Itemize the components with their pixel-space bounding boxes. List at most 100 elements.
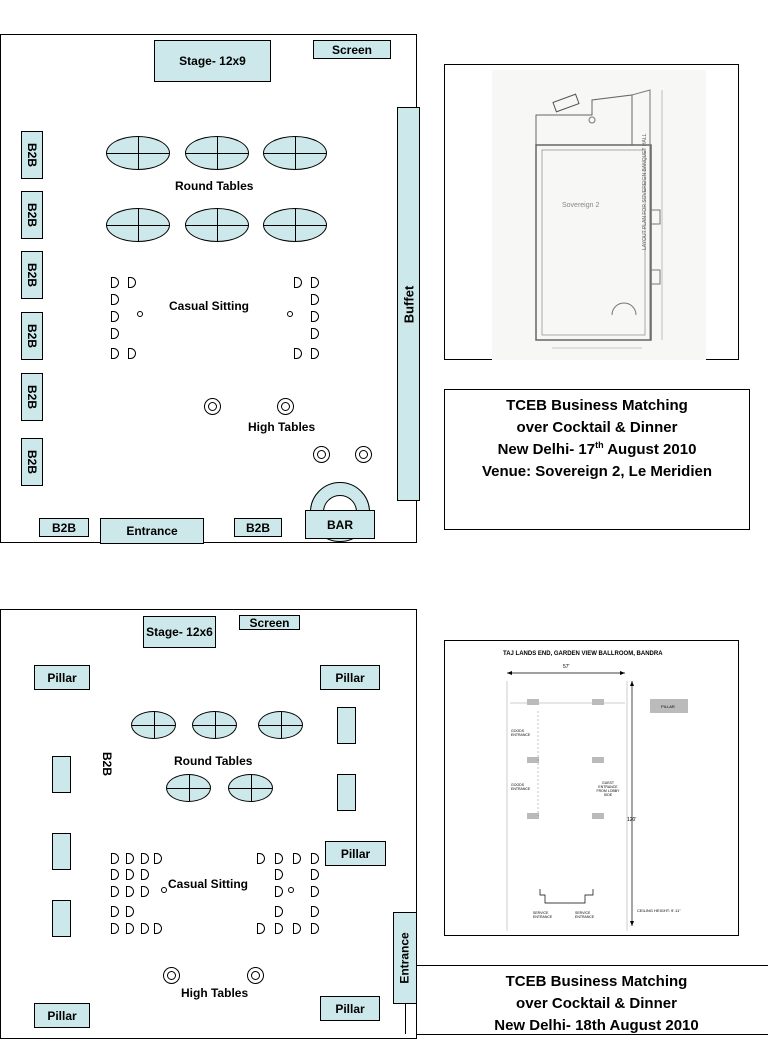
- event-info-2: TCEB Business Matching over Cocktail & D…: [416, 965, 768, 1035]
- high-table: [355, 446, 372, 463]
- casual-sitting-label: Casual Sitting: [169, 299, 250, 313]
- side-table: [287, 311, 293, 317]
- round-table: [106, 208, 170, 242]
- b2b-booth: [52, 756, 71, 793]
- entrance-line: [405, 1004, 406, 1034]
- chair: [257, 923, 265, 934]
- entrance: Entrance: [393, 912, 417, 1004]
- chair: [257, 853, 265, 864]
- guest-entrance-label: GUEST ENTRANCE FROM LOBBY SIDE: [596, 781, 620, 797]
- chair: [126, 906, 134, 917]
- chair: [126, 886, 134, 897]
- chair: [141, 869, 149, 880]
- ballroom-title: TAJ LANDS END, GARDEN VIEW BALLROOM, BAN…: [503, 651, 663, 657]
- buffet: Buffet: [397, 107, 420, 501]
- b2b-booth: [52, 833, 71, 870]
- round-table: [185, 136, 249, 170]
- chair: [311, 294, 319, 305]
- high-tables-label: High Tables: [181, 986, 249, 1000]
- round-table: [263, 136, 327, 170]
- side-table: [288, 887, 294, 893]
- b2b-booth: B2B: [21, 373, 43, 421]
- chair: [311, 886, 319, 897]
- chair: [311, 348, 319, 359]
- chair: [111, 348, 119, 359]
- side-table: [161, 887, 167, 893]
- chair: [154, 853, 162, 864]
- chair: [111, 328, 119, 339]
- pillar: Pillar: [34, 665, 90, 690]
- ballroom-drawing: [506, 671, 688, 931]
- b2b-booth: B2B: [21, 438, 43, 486]
- chair: [311, 923, 319, 934]
- bar: BAR: [305, 510, 375, 539]
- event-title: TCEB Business Matching: [505, 973, 688, 990]
- b2b-booth: B2B: [21, 131, 43, 179]
- chair: [311, 853, 319, 864]
- round-table: [258, 711, 303, 739]
- chair: [128, 277, 136, 288]
- chair: [141, 886, 149, 897]
- side-table: [137, 311, 143, 317]
- height-dim: 120': [627, 817, 637, 823]
- venue-photo-2: TAJ LANDS END, GARDEN VIEW BALLROOM, BAN…: [444, 640, 739, 936]
- chair: [311, 311, 319, 322]
- round-tables-label: Round Tables: [174, 754, 253, 768]
- chair: [311, 906, 319, 917]
- chair: [154, 923, 162, 934]
- venue-photo-1: Sovereign 2 LAYOUT PLAN FOR SOVEREIGN BA…: [444, 64, 739, 360]
- b2b-booth: B2B: [39, 518, 89, 537]
- pillar-label: PILLAR: [661, 704, 675, 709]
- chair: [311, 277, 319, 288]
- blueprint-sketch: Sovereign 2 LAYOUT PLAN FOR SOVEREIGN BA…: [492, 70, 706, 360]
- chair: [111, 886, 119, 897]
- round-table: [106, 136, 170, 170]
- chair: [294, 348, 302, 359]
- pillar: Pillar: [320, 996, 380, 1021]
- pillar: Pillar: [320, 665, 380, 690]
- chair: [275, 886, 283, 897]
- chair: [141, 923, 149, 934]
- screen: Screen: [313, 40, 391, 59]
- chair: [141, 853, 149, 864]
- ceiling-label: CEILING HEIGHT: 9'.11": [637, 908, 681, 913]
- chair: [126, 869, 134, 880]
- screen: Screen: [239, 615, 300, 630]
- goods-entrance-label: GOODS ENTRANCE: [511, 729, 531, 737]
- event-title: TCEB Business Matching: [506, 397, 688, 414]
- chair: [311, 328, 319, 339]
- chair: [275, 923, 283, 934]
- stage: Stage- 12x9: [154, 40, 271, 82]
- chair: [126, 923, 134, 934]
- chair: [128, 348, 136, 359]
- event-date: New Delhi- 18th August 2010: [494, 1017, 699, 1034]
- chair: [293, 853, 301, 864]
- chair: [111, 906, 119, 917]
- b2b-booth: [52, 900, 71, 937]
- service-entrance-label: SERVICE ENTRANCE: [575, 911, 595, 919]
- chair: [275, 869, 283, 880]
- chair: [111, 923, 119, 934]
- b2b-booth: B2B: [234, 518, 282, 537]
- entrance: Entrance: [100, 518, 204, 544]
- event-subtitle: over Cocktail & Dinner: [516, 419, 678, 436]
- high-table: [313, 446, 330, 463]
- side-label: LAYOUT PLAN FOR SOVEREIGN BANQUET HALL: [642, 133, 648, 250]
- stage: Stage- 12x6: [143, 616, 216, 648]
- b2b-booth: [337, 707, 356, 744]
- chair: [293, 923, 301, 934]
- round-table: [131, 711, 176, 739]
- casual-sitting-label: Casual Sitting: [168, 877, 249, 891]
- width-dim: 57': [563, 664, 570, 670]
- blueprint-drawing: [535, 89, 663, 349]
- event-venue: Venue: Sovereign 2, Le Meridien: [481, 463, 713, 480]
- round-table: [166, 774, 211, 802]
- b2b-booth: B2B: [21, 312, 43, 360]
- round-table: [192, 711, 237, 739]
- chair: [111, 277, 119, 288]
- high-table: [277, 398, 294, 415]
- chair: [111, 853, 119, 864]
- floor-plan-2: Stage- 12x6 Screen Pillar Pillar Round T…: [0, 609, 417, 1039]
- goods-entrance-label: GOODS ENTRANCE: [511, 783, 531, 791]
- event-info-1: TCEB Business Matching over Cocktail & D…: [444, 389, 750, 530]
